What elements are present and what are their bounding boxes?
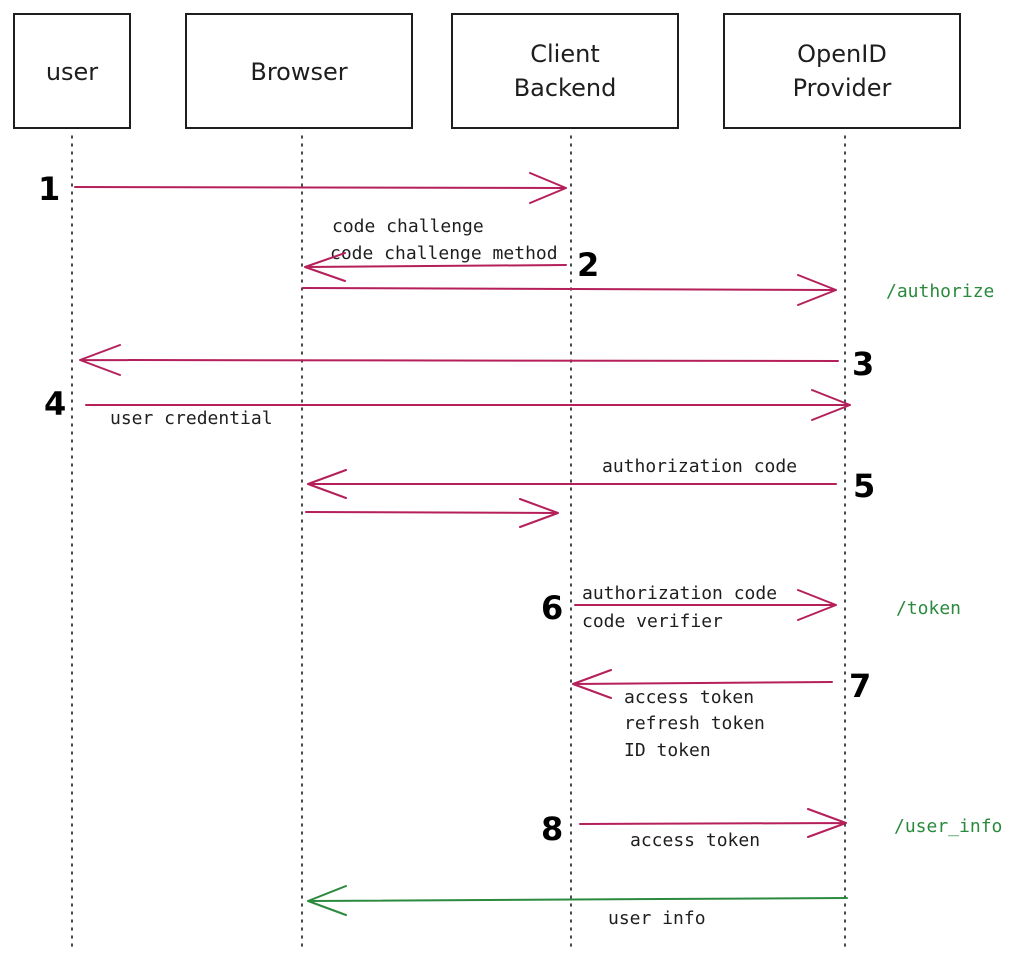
participant-provider-label-line2: Provider	[793, 74, 892, 102]
arrow-step-4	[85, 389, 851, 421]
label-authorization-code-6: authorization code	[582, 583, 777, 604]
label-code-challenge: code challenge	[332, 216, 484, 237]
participant-client-label-line1: Client	[530, 40, 599, 68]
participant-box-user	[13, 13, 131, 129]
label-access-token-7: access token	[624, 687, 754, 708]
step-3-number: 3	[852, 345, 874, 383]
step-4-number: 4	[44, 385, 66, 423]
step-1-number: 1	[38, 170, 60, 208]
participant-user-label: user	[46, 58, 98, 86]
arrow-step-2-to-browser	[304, 252, 567, 282]
endpoint-token: /token	[896, 598, 961, 619]
arrow-step-8	[579, 808, 847, 838]
participant-box-openid-provider	[723, 13, 961, 129]
participant-provider-label-line1: OpenID	[797, 40, 887, 68]
arrow-step-6	[574, 589, 837, 621]
step-6-number: 6	[541, 589, 563, 627]
participant-browser-label: Browser	[250, 58, 347, 86]
arrow-step-5-to-client	[305, 498, 559, 528]
step-7-number: 7	[849, 667, 871, 705]
label-id-token: ID token	[624, 740, 711, 761]
step-2-number: 2	[577, 246, 599, 284]
label-user-credential: user credential	[110, 408, 273, 429]
arrow-user-info-response	[307, 885, 848, 916]
label-access-token-8: access token	[630, 830, 760, 851]
endpoint-user-info: /user_info	[894, 816, 1002, 837]
arrow-step-3	[79, 344, 839, 376]
participant-client-label-line2: Backend	[514, 74, 617, 102]
arrow-step-2-to-provider	[302, 274, 837, 306]
label-code-verifier: code verifier	[582, 611, 723, 632]
step-5-number: 5	[853, 467, 875, 505]
step-8-number: 8	[541, 810, 563, 848]
label-authorization-code-5: authorization code	[602, 456, 797, 477]
participant-box-browser	[185, 13, 413, 129]
arrow-step-5-to-browser	[307, 469, 837, 499]
label-code-challenge-method: code challenge method	[330, 243, 558, 264]
participant-box-client-backend	[451, 13, 679, 129]
label-user-info: user info	[608, 908, 706, 929]
arrow-step-7	[572, 669, 833, 699]
arrow-step-1	[74, 172, 567, 204]
label-refresh-token: refresh token	[624, 713, 765, 734]
endpoint-authorize: /authorize	[886, 281, 994, 302]
